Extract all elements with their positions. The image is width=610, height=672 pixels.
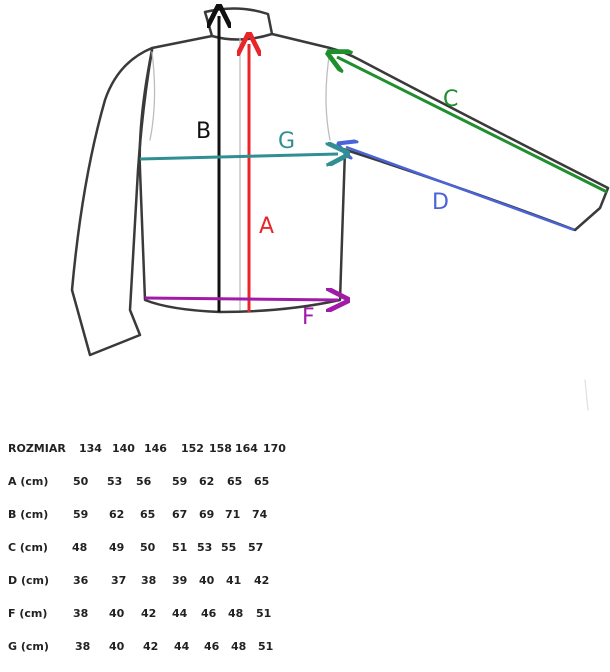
header-size: 134 <box>79 442 102 455</box>
row-label: A (cm) <box>8 475 49 488</box>
row-value: 51 <box>256 607 272 620</box>
row-value: 42 <box>143 640 159 653</box>
row-label: F (cm) <box>8 607 48 620</box>
header-size: 146 <box>144 442 167 455</box>
row-value: 48 <box>228 607 244 620</box>
row-value: 67 <box>172 508 188 521</box>
row-value: 48 <box>72 541 88 554</box>
row-value: 46 <box>204 640 220 653</box>
table-row: B (cm) 59 62 65 67 69 71 74 <box>0 508 610 528</box>
row-value: 40 <box>199 574 215 587</box>
label-d: D <box>432 190 449 215</box>
header-size: 158 <box>209 442 232 455</box>
row-value: 48 <box>231 640 247 653</box>
row-value: 53 <box>197 541 213 554</box>
row-label: C (cm) <box>8 541 48 554</box>
row-value: 40 <box>109 640 125 653</box>
row-value: 59 <box>172 475 188 488</box>
size-table: ROZMIAR 134 140 146 152 158 164 170 A (c… <box>0 432 610 672</box>
row-value: 36 <box>73 574 89 587</box>
table-row: G (cm) 38 40 42 44 46 48 51 <box>0 640 610 660</box>
measure-line-f <box>144 298 338 300</box>
header-size: 152 <box>181 442 204 455</box>
row-value: 50 <box>73 475 89 488</box>
label-a: A <box>259 214 274 239</box>
measure-line-g <box>139 154 338 159</box>
jacket-measurement-diagram: B A G C D F <box>70 0 610 411</box>
row-value: 56 <box>136 475 152 488</box>
label-c: C <box>443 87 458 112</box>
header-size: 170 <box>263 442 286 455</box>
jacket-outline <box>70 7 610 411</box>
row-value: 53 <box>107 475 123 488</box>
row-value: 55 <box>221 541 237 554</box>
table-row: A (cm) 50 53 56 59 62 65 65 <box>0 475 610 495</box>
row-label: B (cm) <box>8 508 49 521</box>
header-size: 140 <box>112 442 135 455</box>
measure-line-c <box>337 57 608 194</box>
row-value: 51 <box>172 541 188 554</box>
row-value: 57 <box>248 541 264 554</box>
row-value: 42 <box>254 574 270 587</box>
size-table-header: ROZMIAR 134 140 146 152 158 164 170 <box>0 442 610 462</box>
row-value: 65 <box>227 475 243 488</box>
row-value: 65 <box>140 508 156 521</box>
row-value: 41 <box>226 574 242 587</box>
row-value: 44 <box>174 640 190 653</box>
row-value: 49 <box>109 541 125 554</box>
measure-line-d <box>346 147 575 232</box>
row-value: 42 <box>141 607 157 620</box>
table-row: C (cm) 48 49 50 51 53 55 57 <box>0 541 610 561</box>
row-value: 51 <box>258 640 274 653</box>
row-value: 50 <box>140 541 156 554</box>
row-value: 44 <box>172 607 188 620</box>
row-value: 71 <box>225 508 241 521</box>
header-label: ROZMIAR <box>8 442 66 455</box>
row-value: 65 <box>254 475 270 488</box>
row-label: G (cm) <box>8 640 49 653</box>
row-value: 74 <box>252 508 268 521</box>
row-value: 38 <box>75 640 91 653</box>
label-b: B <box>196 119 211 144</box>
label-f: F <box>302 305 315 330</box>
label-g: G <box>278 129 295 154</box>
row-value: 40 <box>109 607 125 620</box>
row-label: D (cm) <box>8 574 49 587</box>
row-value: 37 <box>111 574 127 587</box>
row-value: 62 <box>199 475 215 488</box>
row-value: 62 <box>109 508 125 521</box>
row-value: 46 <box>201 607 217 620</box>
row-value: 59 <box>73 508 89 521</box>
row-value: 39 <box>172 574 188 587</box>
header-size: 164 <box>235 442 258 455</box>
table-row: F (cm) 38 40 42 44 46 48 51 <box>0 607 610 627</box>
table-row: D (cm) 36 37 38 39 40 41 42 <box>0 574 610 594</box>
row-value: 69 <box>199 508 215 521</box>
row-value: 38 <box>141 574 157 587</box>
row-value: 38 <box>73 607 89 620</box>
